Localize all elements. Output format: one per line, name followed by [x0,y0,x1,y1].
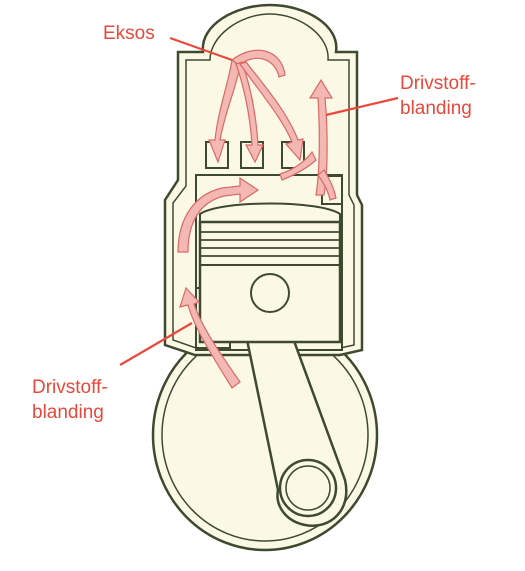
fuel-mix-left-leader-line [119,322,193,366]
cylinder-block-inner [172,13,355,349]
fuel-mix-arrow-up [317,169,337,201]
intake-flow-arrow [179,286,241,389]
fuel-mix-arrow-up [308,78,334,196]
transfer-flow-arrow [177,176,260,253]
exhaust-flow-arrow [239,61,304,162]
piston-crown [199,202,341,223]
crank-pin-inner [285,465,331,511]
exhaust-flow-arrow [235,61,264,164]
fuel-mix-left-label-line1: Drivstoff- [32,377,108,398]
exhaust-flow-arrow [208,58,241,164]
fuel-mix-right-label-line2: blanding [400,98,472,119]
exhaust-label: Eksos [103,23,155,44]
fuel-mix-left-label-line2: blanding [32,402,104,423]
fuel-mix-right-leader-line [325,96,399,117]
crank-pin [278,458,338,518]
exhaust-flow-arrow [231,49,286,78]
fuel-mix-right-label-line1: Drivstoff- [400,73,476,94]
piston-pin [250,273,290,313]
exhaust-leader-line [169,36,233,62]
fuel-mix-arrow-up [279,150,317,181]
